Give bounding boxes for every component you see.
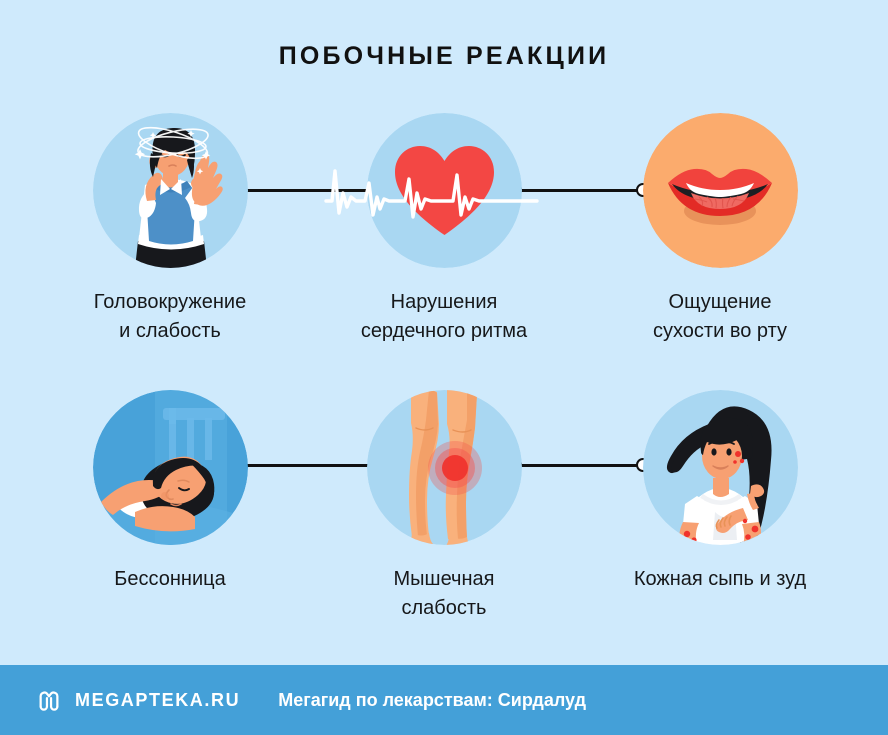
circle-background bbox=[643, 390, 798, 545]
side-effect-label: Головокружение и слабость bbox=[93, 291, 247, 342]
connector-line bbox=[516, 188, 642, 192]
itching-woman-icon bbox=[643, 390, 798, 545]
connector-line bbox=[238, 188, 374, 192]
circle-background bbox=[643, 113, 798, 268]
icon-wrap bbox=[307, 108, 581, 268]
brand-logo[interactable]: MEGAPTEKA.RU bbox=[36, 687, 240, 713]
megapteka-m-monogram-icon bbox=[39, 691, 59, 711]
dizzy-woman-icon bbox=[93, 113, 248, 268]
side-effect-item-heart-rhythm: Нарушения сердечного ритма bbox=[307, 108, 581, 346]
icon-wrap bbox=[583, 108, 857, 268]
side-effect-item-insomnia: Бессонница bbox=[33, 385, 307, 594]
side-effect-label: Кожная сыпь и зуд bbox=[633, 568, 807, 590]
legs-pain-icon bbox=[367, 390, 522, 545]
icon-wrap bbox=[33, 108, 307, 268]
connector-line bbox=[516, 463, 642, 467]
brand-name: MEGAPTEKA.RU bbox=[75, 689, 241, 710]
circle-background bbox=[93, 113, 248, 268]
icon-wrap bbox=[33, 385, 307, 545]
connector-line bbox=[238, 463, 374, 467]
ecg-line-icon bbox=[324, 169, 539, 219]
circle-background bbox=[367, 113, 522, 268]
side-effect-item-muscle-weakness: Мышечная слабость bbox=[307, 385, 581, 623]
side-effect-label: Нарушения сердечного ритма bbox=[360, 291, 528, 342]
circle-background bbox=[367, 390, 522, 545]
page-title: Побочные реакции bbox=[278, 42, 610, 70]
side-effect-item-dizziness: Головокружение и слабость bbox=[33, 108, 307, 346]
side-effect-label: Мышечная слабость bbox=[393, 568, 495, 619]
dry-lips-icon bbox=[643, 113, 798, 268]
icon-wrap bbox=[307, 385, 581, 545]
circle-background bbox=[93, 390, 248, 545]
sleeping-woman-icon bbox=[93, 390, 248, 545]
footer-bar: MEGAPTEKA.RU Мегагид по лекарствам: Сирд… bbox=[0, 665, 888, 735]
side-effects-grid: Головокружение и слабость Нарушения серд… bbox=[0, 108, 888, 648]
icon-wrap bbox=[583, 385, 857, 545]
side-effect-item-skin-rash: Кожная сыпь и зуд bbox=[583, 385, 857, 594]
footer-caption: Мегагид по лекарствам: Сирдалуд bbox=[278, 689, 587, 710]
side-effect-label: Бессонница bbox=[114, 568, 226, 590]
heart-ecg-icon bbox=[367, 113, 522, 268]
side-effect-item-dry-mouth: Ощущение сухости во рту bbox=[583, 108, 857, 346]
side-effect-label: Ощущение сухости во рту bbox=[653, 291, 787, 342]
